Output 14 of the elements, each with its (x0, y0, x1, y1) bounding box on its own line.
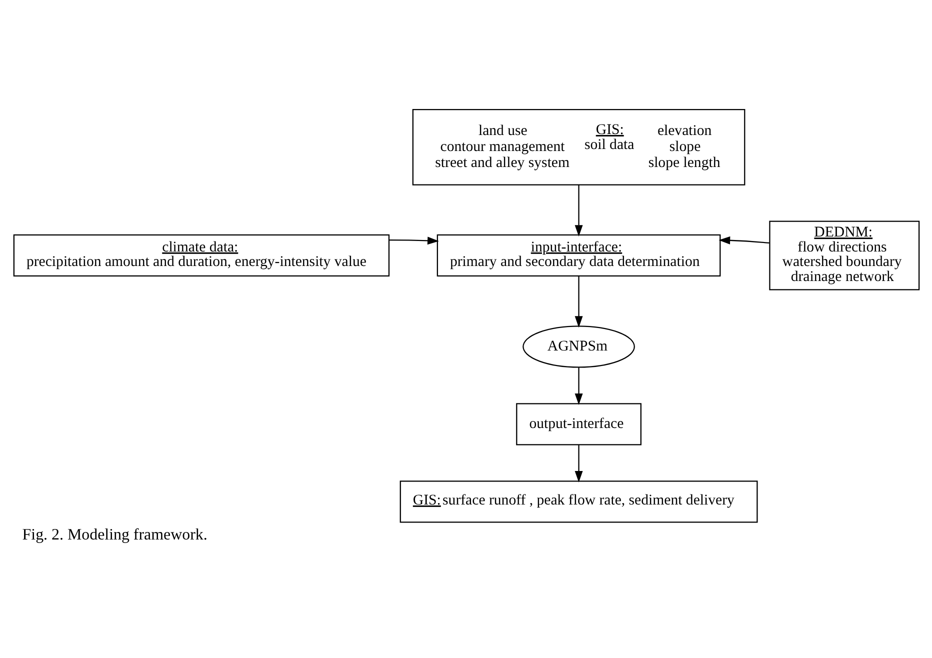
node-box: climate data: precipitation amount and duration, energy-intensity value (12, 234, 390, 277)
arrow (574, 368, 582, 405)
node-box: input-interface: primary and secondary data determination (436, 234, 720, 277)
node-box: land use contour management street and alley system GIS: soil data elevation slope slope length (412, 109, 745, 186)
node-ellipse: AGNPSm (522, 326, 634, 368)
arrow (574, 445, 582, 482)
arrow (388, 236, 438, 245)
node-box: output-interface (516, 403, 641, 446)
arrow (718, 236, 769, 244)
node-box: GIS:surface runoff , peak flow rate, sediment delivery (399, 480, 758, 523)
arrow (574, 276, 582, 328)
node-box: DEDNM: flow directions watershed boundary drainage network (768, 220, 920, 290)
caption: Fig. 2. Modeling framework. (22, 526, 207, 544)
arrow (574, 184, 582, 236)
